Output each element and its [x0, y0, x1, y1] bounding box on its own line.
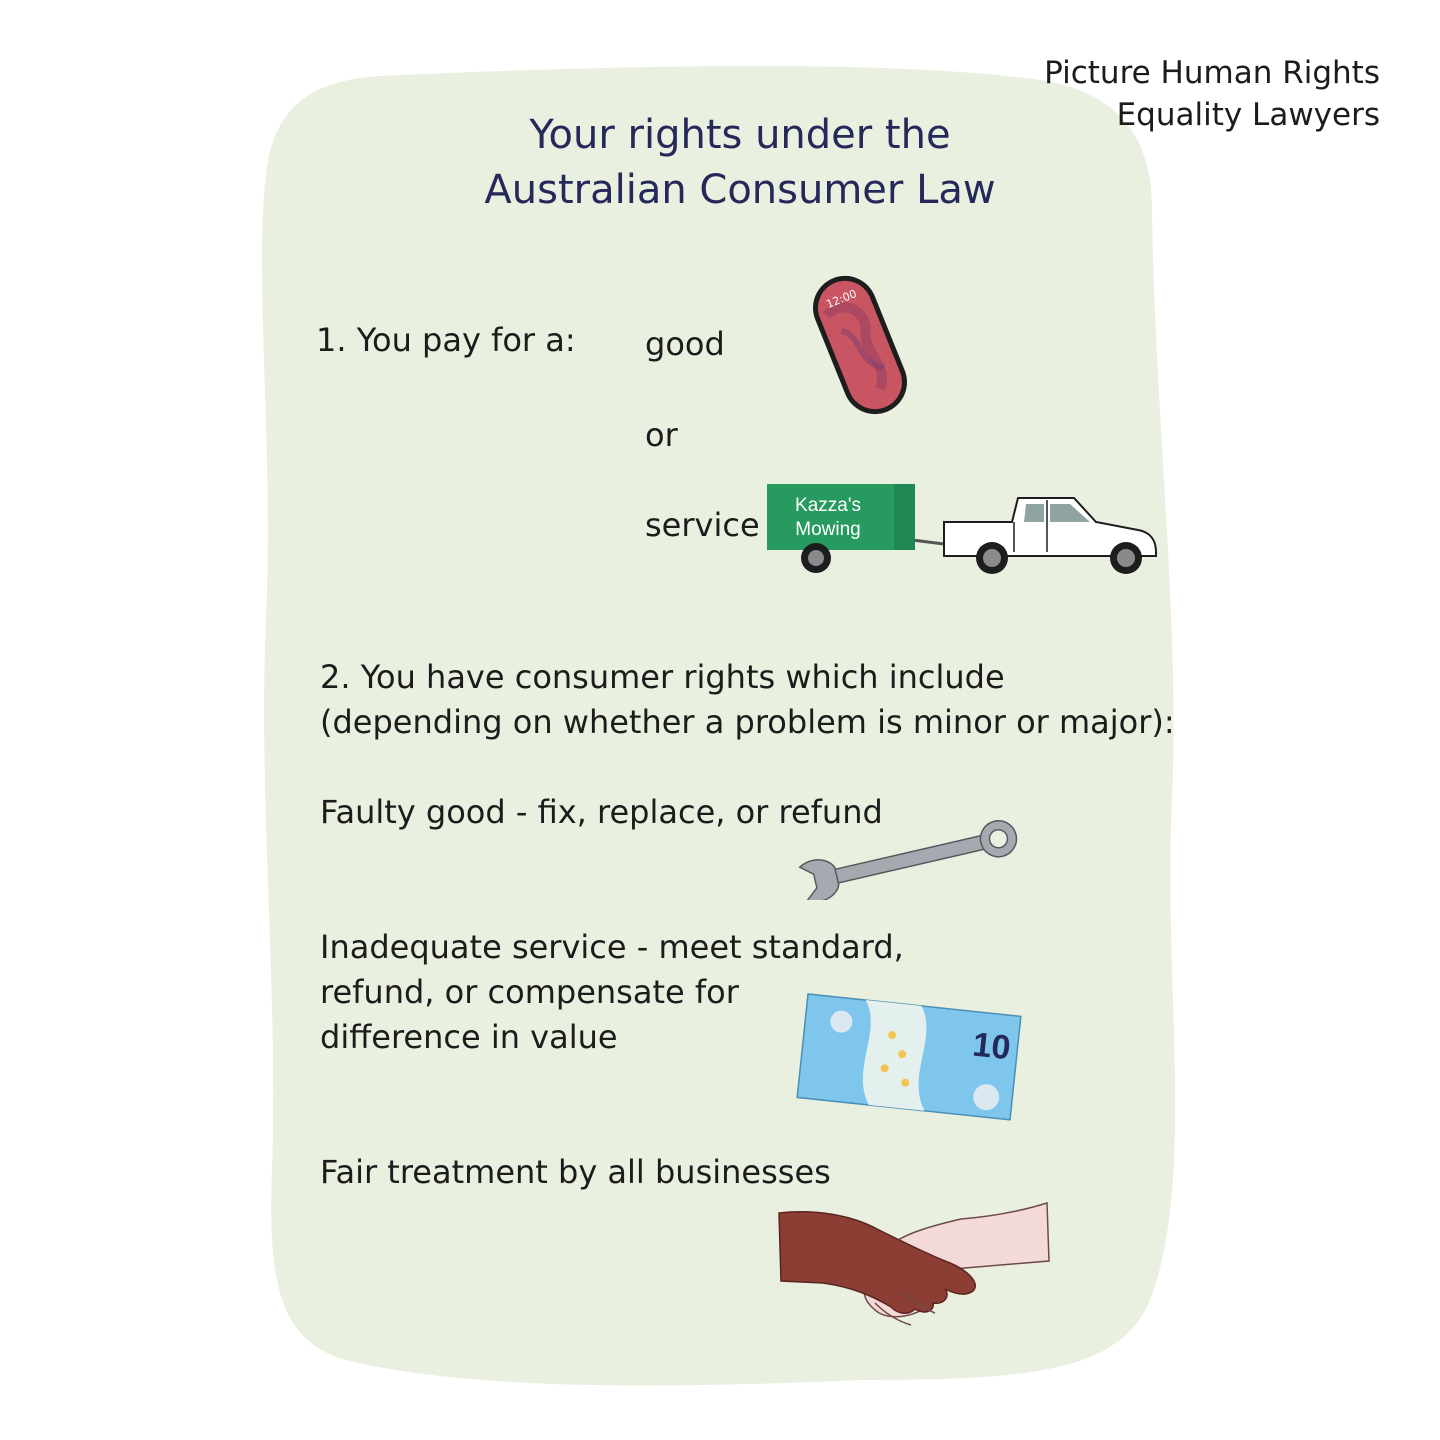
option-or: or	[645, 416, 678, 454]
title-line-2: Australian Consumer Law	[484, 167, 996, 213]
brand-line-1: Picture Human Rights	[1044, 55, 1380, 91]
trailer-icon: Kazza's Mowing	[767, 484, 945, 573]
section2-heading-line-2: (depending on whether a problem is minor…	[320, 703, 1175, 741]
section2-heading-line-1: 2. You have consumer rights which includ…	[320, 658, 1005, 696]
trailer-text-line-1: Kazza's	[795, 495, 861, 516]
right-fair-treatment: Fair treatment by all businesses	[320, 1153, 831, 1191]
right-inadequate-line-2: refund, or compensate for	[320, 973, 739, 1011]
banknote-value: 10	[971, 1026, 1013, 1068]
banknote-icon: 10	[796, 993, 1022, 1121]
ute-icon	[943, 497, 1157, 574]
smartwatch-icon: 12:00	[813, 275, 907, 415]
right-inadequate-line-3: difference in value	[320, 1018, 618, 1056]
page-title: Your rights under the Australian Consume…	[440, 108, 1040, 218]
brand-line-2: Equality Lawyers	[1116, 97, 1380, 133]
trailer-text-line-2: Mowing	[795, 519, 860, 540]
right-inadequate-line-1: Inadequate service - meet standard,	[320, 928, 904, 966]
section1-heading: 1. You pay for a:	[316, 321, 576, 359]
option-service: service	[645, 506, 760, 544]
title-line-1: Your rights under the	[529, 112, 951, 158]
right-faulty-good: Faulty good - fix, replace, or refund	[320, 793, 883, 831]
handshake-icon	[778, 1201, 1050, 1326]
wrench-icon	[798, 820, 1018, 900]
brand-logo-text: Picture Human Rights Equality Lawyers	[1044, 52, 1380, 136]
option-good: good	[645, 325, 725, 363]
